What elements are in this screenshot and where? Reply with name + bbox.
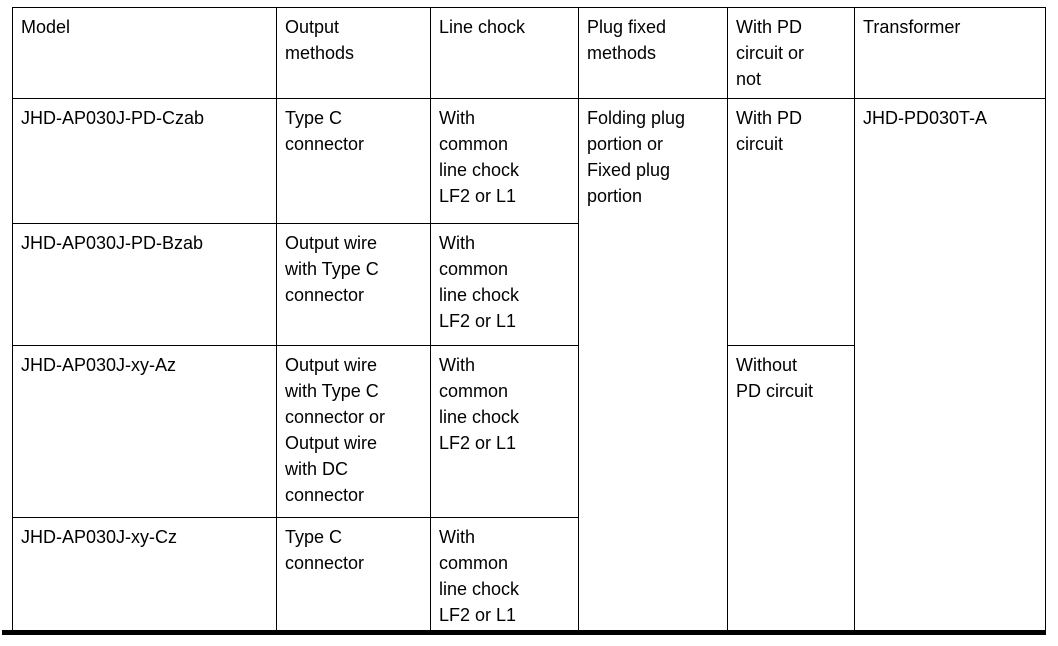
header-plug-fixed-methods: Plug fixed methods <box>578 7 728 99</box>
cell-line-chock: With common line chock LF2 or L1 <box>430 223 579 346</box>
header-transformer: Transformer <box>854 7 1046 99</box>
page-bottom-rule <box>2 630 1045 635</box>
adapter-spec-table: Model Output methods Line chock Plug fix… <box>12 7 1046 635</box>
cell-model: JHD-AP030J-PD-Bzab <box>12 223 277 346</box>
cell-with-pd-circuit: With PD circuit <box>727 98 855 346</box>
table-row: JHD-AP030J-PD-Bzab Output wire with Type… <box>12 223 1046 346</box>
cell-line-chock: With common line chock LF2 or L1 <box>430 517 579 635</box>
header-line-chock: Line chock <box>430 7 579 99</box>
header-model: Model <box>12 7 277 99</box>
header-output-methods: Output methods <box>276 7 431 99</box>
cell-output-methods: Type C connector <box>276 98 431 224</box>
cell-output-methods: Output wire with Type C connector or Out… <box>276 345 431 518</box>
cell-model: JHD-AP030J-xy-Az <box>12 345 277 518</box>
cell-model: JHD-AP030J-PD-Czab <box>12 98 277 224</box>
cell-without-pd-circuit: Without PD circuit <box>727 345 855 635</box>
table-header-row: Model Output methods Line chock Plug fix… <box>12 7 1046 99</box>
cell-plug-fixed-methods: Folding plug portion or Fixed plug porti… <box>578 98 728 635</box>
cell-line-chock: With common line chock LF2 or L1 <box>430 98 579 224</box>
cell-model: JHD-AP030J-xy-Cz <box>12 517 277 635</box>
cell-output-methods: Output wire with Type C connector <box>276 223 431 346</box>
header-pd-circuit: With PD circuit or not <box>727 7 855 99</box>
table-row: JHD-AP030J-xy-Az Output wire with Type C… <box>12 345 1046 635</box>
cell-transformer: JHD-PD030T-A <box>854 98 1046 635</box>
cell-output-methods: Type C connector <box>276 517 431 635</box>
cell-line-chock: With common line chock LF2 or L1 <box>430 345 579 518</box>
table-row: JHD-AP030J-xy-Cz Type C connector With c… <box>12 517 1046 635</box>
table-row: JHD-AP030J-PD-Czab Type C connector With… <box>12 98 1046 635</box>
